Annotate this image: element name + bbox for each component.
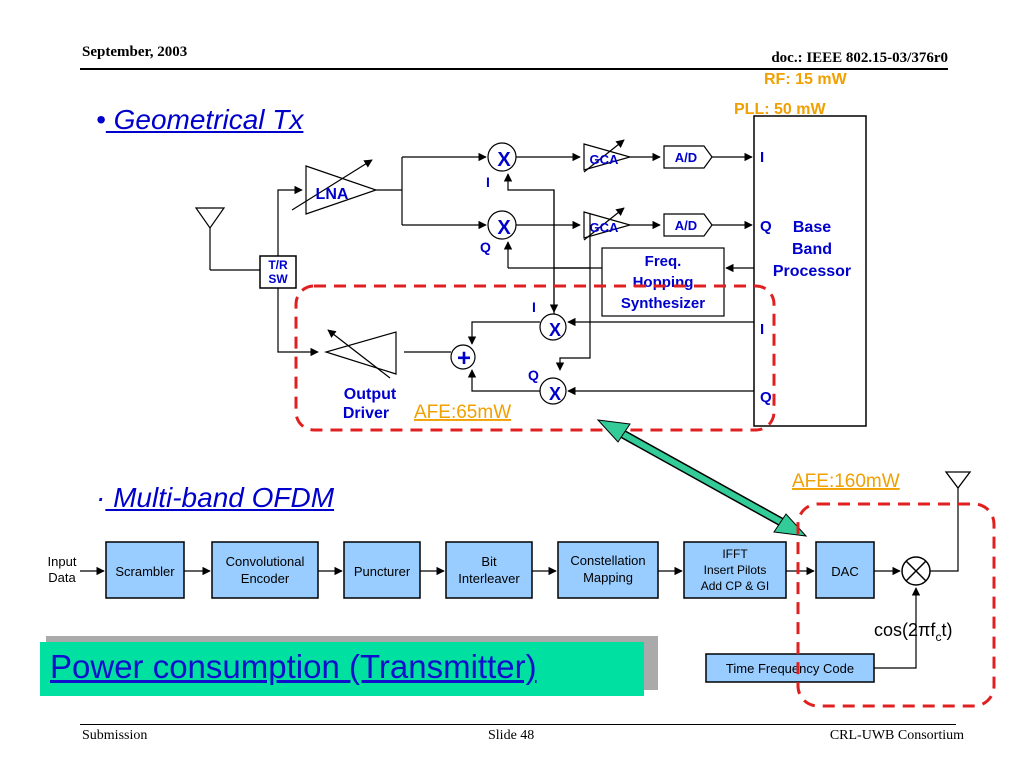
input-data-label: Input bbox=[48, 554, 77, 569]
block-label: Constellation bbox=[570, 553, 645, 568]
mixer-i-rx: X bbox=[487, 142, 517, 172]
header-date: September, 2003 bbox=[82, 44, 188, 60]
tr-switch-label: SW bbox=[268, 272, 288, 286]
tfc-label: Time Frequency Code bbox=[726, 661, 854, 676]
adder-node: + bbox=[450, 344, 476, 372]
pll-power-note: PLL: 50 mW bbox=[734, 101, 826, 118]
block-label: Add CP & GI bbox=[701, 579, 769, 593]
footer-submission: Submission bbox=[82, 728, 148, 743]
block-label: Interleaver bbox=[458, 571, 520, 586]
bullet-text: Multi-band OFDM bbox=[105, 482, 335, 513]
power-consumption-title-box: Power consumption (Transmitter) bbox=[40, 642, 644, 696]
gca-label: GCA bbox=[590, 152, 620, 167]
footer-consortium: CRL-UWB Consortium bbox=[829, 728, 964, 743]
antenna-icon bbox=[194, 207, 260, 271]
synth-label: Hopping bbox=[633, 274, 694, 291]
mixer-i-tx: X bbox=[539, 313, 567, 341]
block-ifft: IFFT Insert Pilots Add CP & GI bbox=[683, 541, 787, 599]
header-doc-id: doc.: IEEE 802.15-03/376r0 bbox=[771, 50, 948, 66]
block-label: Puncturer bbox=[354, 564, 411, 579]
bullet-multiband-ofdm: · Multi-band OFDM bbox=[96, 482, 334, 514]
mixer-q-rx: X bbox=[487, 210, 517, 240]
footer-slide-number: Slide 48 bbox=[488, 728, 535, 743]
driver-label: Driver bbox=[343, 405, 389, 422]
ad-label: A/D bbox=[675, 150, 697, 165]
block-puncturer: Puncturer bbox=[343, 541, 421, 599]
afe-160mw-label: AFE:160mW bbox=[792, 471, 900, 492]
mixer-symbol: X bbox=[497, 217, 511, 239]
block-label: Encoder bbox=[241, 571, 290, 586]
label-i: I bbox=[532, 299, 536, 315]
gca-label: GCA bbox=[590, 220, 620, 235]
mixer-symbol: X bbox=[497, 149, 511, 171]
block-convolutional-encoder: Convolutional Encoder bbox=[211, 541, 319, 599]
afe-65mw-label: AFE:65mW bbox=[414, 402, 511, 423]
multiplier-icon bbox=[901, 556, 931, 586]
block-label: Convolutional bbox=[226, 554, 305, 569]
bbp-port-i: I bbox=[760, 149, 764, 166]
green-double-arrow bbox=[596, 419, 808, 537]
afe-160mw-region bbox=[796, 502, 996, 708]
block-label: Insert Pilots bbox=[704, 563, 767, 577]
ad-converter-q: A/D bbox=[663, 213, 713, 237]
afe-65mw-region bbox=[294, 284, 776, 432]
gca-amplifier-i: GCA bbox=[583, 139, 633, 173]
block-label: Scrambler bbox=[115, 564, 175, 579]
synth-label: Synthesizer bbox=[621, 295, 705, 312]
ad-converter-i: A/D bbox=[663, 145, 713, 169]
label-q: Q bbox=[528, 367, 539, 383]
block-scrambler: Scrambler bbox=[105, 541, 185, 599]
block-bit-interleaver: Bit Interleaver bbox=[445, 541, 533, 599]
bullet-text: Geometrical Tx bbox=[105, 104, 304, 135]
carrier-cos-label: cos(2πfct) bbox=[874, 620, 952, 644]
lna-label: LNA bbox=[316, 186, 349, 203]
output-driver-amplifier bbox=[323, 329, 397, 379]
bbp-port-i: I bbox=[760, 321, 764, 338]
block-label: DAC bbox=[831, 564, 858, 579]
rf-power-note: RF: 15 mW bbox=[764, 71, 848, 88]
mixer-symbol: X bbox=[549, 384, 561, 404]
block-label: IFFT bbox=[722, 547, 748, 561]
tr-switch-label: T/R bbox=[268, 258, 288, 272]
bbp-label: Base bbox=[793, 219, 831, 236]
block-dac: DAC bbox=[815, 541, 875, 599]
bullet-geometrical-tx: • Geometrical Tx bbox=[96, 104, 303, 136]
block-constellation-mapping: Constellation Mapping bbox=[557, 541, 659, 599]
adder-symbol: + bbox=[457, 345, 471, 372]
bbp-label: Processor bbox=[773, 263, 851, 280]
freq-hopping-synthesizer bbox=[601, 247, 725, 317]
header-rule bbox=[80, 68, 948, 70]
footer-rule bbox=[80, 724, 956, 725]
tr-switch bbox=[259, 255, 297, 289]
input-data-label: Data bbox=[48, 570, 76, 585]
driver-label: Output bbox=[344, 386, 397, 403]
lna-amplifier: LNA bbox=[291, 159, 378, 215]
ad-label: A/D bbox=[675, 218, 697, 233]
bullet-mark: · bbox=[96, 482, 106, 513]
label-i: I bbox=[486, 174, 490, 190]
block-label: Mapping bbox=[583, 570, 633, 585]
bbp-port-q: Q bbox=[760, 218, 772, 235]
synth-label: Freq. bbox=[645, 253, 682, 270]
bullet-mark: • bbox=[96, 104, 106, 135]
mixer-q-tx: X bbox=[539, 377, 567, 405]
gca-amplifier-q: GCA bbox=[583, 207, 633, 241]
time-frequency-code-block bbox=[705, 653, 875, 683]
bbp-port-q: Q bbox=[760, 389, 772, 406]
bbp-label: Band bbox=[792, 241, 832, 258]
block-label: Bit bbox=[481, 554, 497, 569]
label-q: Q bbox=[480, 239, 491, 255]
mixer-symbol: X bbox=[549, 320, 561, 340]
tx-antenna-icon bbox=[944, 471, 972, 490]
power-consumption-title: Power consumption (Transmitter) bbox=[50, 648, 537, 685]
